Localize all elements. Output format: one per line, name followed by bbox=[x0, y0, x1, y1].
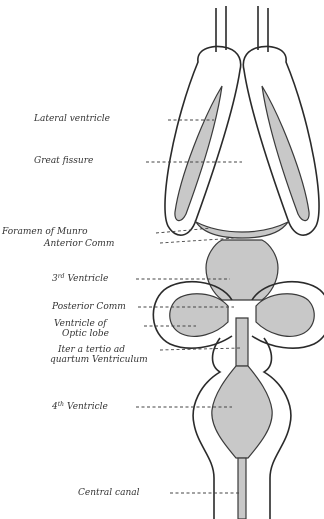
label-lateral-ventricle: Lateral ventricle bbox=[33, 114, 110, 124]
label-foramen-of-munro: Foramen of Munro bbox=[1, 227, 88, 237]
label-iter-line2: quartum Ventriculum bbox=[50, 355, 148, 365]
olfactory-stalk-right bbox=[258, 6, 268, 52]
olfactory-stalk-left bbox=[216, 6, 226, 52]
label-third-ventricle-text: Ventricle bbox=[67, 274, 108, 284]
label-anterior-comm: Anterior Comm bbox=[43, 239, 114, 249]
third-ventricle bbox=[206, 240, 278, 300]
label-central-canal: Central canal bbox=[78, 488, 140, 498]
fourth-ventricle bbox=[212, 366, 272, 458]
label-fourth-ventricle-sup: th bbox=[58, 401, 64, 408]
left-optic-lobe-ventricle bbox=[170, 294, 228, 337]
label-great-fissure: Great fissure bbox=[34, 156, 93, 166]
right-optic-lobe-ventricle bbox=[256, 294, 314, 337]
label-optic-lobe: Optic lobe bbox=[62, 329, 109, 339]
label-fourth-ventricle-text: Ventricle bbox=[67, 402, 108, 412]
label-third-ventricle-sup: rd bbox=[58, 273, 65, 280]
label-ventricle-of: Ventricle of bbox=[54, 319, 108, 329]
central-canal bbox=[238, 458, 246, 519]
label-posterior-comm: Posterior Comm bbox=[51, 302, 126, 312]
foramen-of-munro bbox=[196, 222, 288, 238]
label-iter-line1: Iter a tertio ad bbox=[57, 345, 125, 355]
iter-aqueduct bbox=[236, 318, 248, 366]
